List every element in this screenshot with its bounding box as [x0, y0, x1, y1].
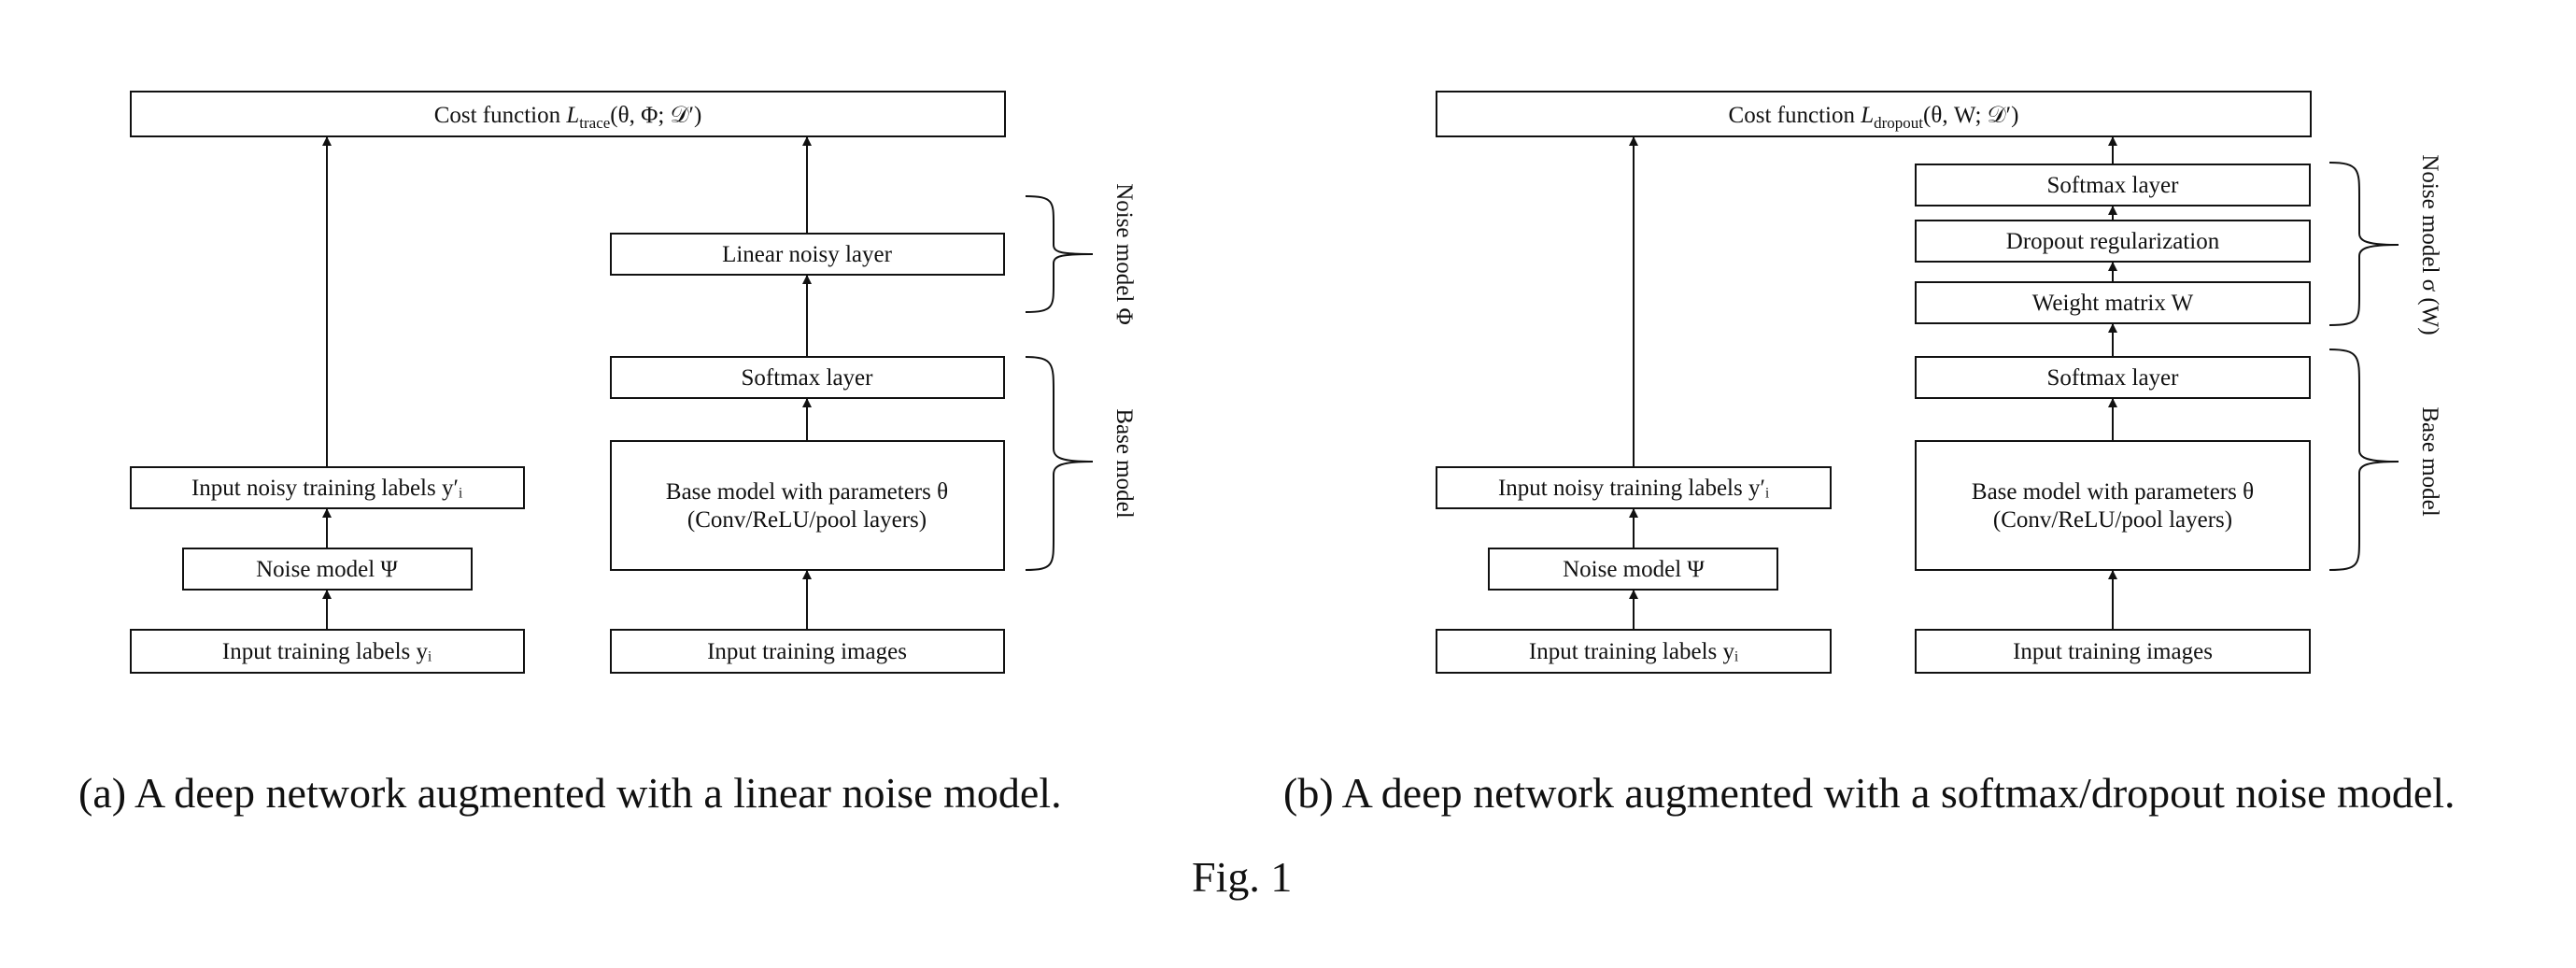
svg-text:Cost function Ldropout(θ, W; �: Cost function Ldropout(θ, W; 𝒟′) — [1729, 103, 2019, 132]
noise-model-psi-box-a: Noise model Ψ — [182, 548, 473, 591]
side-label-noise-model-b: Noise model σ (W) — [2417, 154, 2442, 335]
svg-text:(Conv/ReLU/pool layers): (Conv/ReLU/pool layers) — [1993, 507, 2232, 533]
panel-b: Cost function Ldropout(θ, W; 𝒟′) Softmax… — [1436, 91, 2442, 674]
svg-text:Softmax layer: Softmax layer — [2047, 365, 2180, 391]
svg-text:Linear noisy layer: Linear noisy layer — [722, 242, 893, 267]
caption-b: (b) A deep network augmented with a soft… — [1283, 769, 2456, 817]
noisy-labels-box-a: Input noisy training labels y′ᵢ — [130, 466, 525, 509]
svg-text:Input noisy training labels y: Input noisy training labels y′ᵢ — [1498, 476, 1769, 501]
dropout-box-b: Dropout regularization — [1915, 220, 2311, 263]
svg-text:Input training images: Input training images — [707, 639, 907, 664]
side-label-base-model-b: Base model — [2417, 406, 2442, 516]
input-labels-box-b: Input training labels yᵢ — [1436, 629, 1832, 674]
svg-text:Cost function Ltrace(θ, Φ; 𝒟′: Cost function Ltrace(θ, Φ; 𝒟′) — [434, 103, 702, 132]
svg-text:Softmax layer: Softmax layer — [2047, 173, 2180, 198]
noisy-labels-box-b: Input noisy training labels y′ᵢ — [1436, 466, 1832, 509]
caption-a: (a) A deep network augmented with a line… — [78, 769, 1062, 817]
brace-base-model-a — [1025, 356, 1094, 571]
base-model-box-b: Base model with parameters θ (Conv/ReLU/… — [1915, 440, 2311, 571]
cost-function-box-a: Cost function Ltrace(θ, Φ; 𝒟′) — [130, 91, 1006, 137]
side-label-base-model-a: Base model — [1111, 408, 1137, 518]
svg-text:Input training labels yᵢ: Input training labels yᵢ — [222, 639, 432, 664]
softmax-top-box-b: Softmax layer — [1915, 164, 2311, 206]
input-images-box-a: Input training images — [610, 629, 1005, 674]
svg-text:Weight matrix W: Weight matrix W — [2032, 291, 2194, 316]
figure-number: Fig. 1 — [1192, 853, 1293, 901]
brace-base-model-b — [2328, 349, 2399, 571]
svg-text:Softmax layer: Softmax layer — [742, 365, 874, 391]
linear-noisy-layer-box: Linear noisy layer — [610, 233, 1005, 276]
brace-noise-model-b — [2328, 162, 2399, 326]
svg-text:Input training images: Input training images — [2013, 639, 2213, 664]
svg-text:Noise model Ψ: Noise model Ψ — [1563, 557, 1705, 582]
input-images-box-b: Input training images — [1915, 629, 2311, 674]
weight-matrix-box-b: Weight matrix W — [1915, 281, 2311, 324]
base-model-box-a: Base model with parameters θ (Conv/ReLU/… — [610, 440, 1005, 571]
side-label-noise-model-a: Noise model Φ — [1111, 183, 1137, 325]
svg-text:Input noisy training labels y: Input noisy training labels y′ᵢ — [191, 476, 462, 501]
cost-function-box-b: Cost function Ldropout(θ, W; 𝒟′) — [1436, 91, 2312, 137]
svg-text:(Conv/ReLU/pool layers): (Conv/ReLU/pool layers) — [687, 507, 927, 533]
noise-model-psi-box-b: Noise model Ψ — [1488, 548, 1778, 591]
brace-noise-model-a — [1025, 195, 1094, 313]
svg-text:Noise model Ψ: Noise model Ψ — [256, 557, 398, 582]
svg-text:Base model with parameters θ: Base model with parameters θ — [1972, 479, 2254, 505]
panel-a: Cost function Ltrace(θ, Φ; 𝒟′) Linear no… — [130, 91, 1137, 674]
svg-text:Input training labels yᵢ: Input training labels yᵢ — [1529, 639, 1738, 664]
svg-text:Dropout regularization: Dropout regularization — [2006, 229, 2220, 254]
softmax-layer-box-b: Softmax layer — [1915, 356, 2311, 399]
svg-text:Base model with parameters θ: Base model with parameters θ — [666, 479, 948, 505]
input-labels-box-a: Input training labels yᵢ — [130, 629, 525, 674]
softmax-layer-box-a: Softmax layer — [610, 356, 1005, 399]
